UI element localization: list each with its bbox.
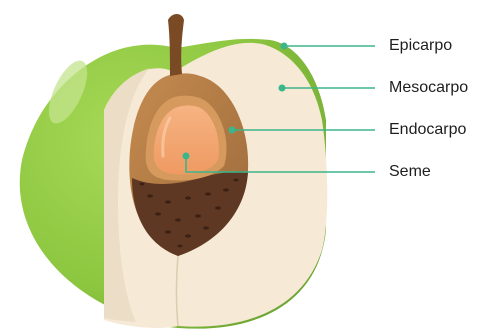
leader-dot-mesocarpo xyxy=(279,85,286,92)
leader-dot-seme xyxy=(183,153,190,160)
label-endocarpo: Endocarpo xyxy=(389,120,466,140)
label-mesocarpo: Mesocarpo xyxy=(389,78,468,98)
leader-dot-endocarpo xyxy=(229,127,236,134)
leader-dot-epicarpo xyxy=(281,43,288,50)
label-epicarpo: Epicarpo xyxy=(389,36,452,56)
label-seme: Seme xyxy=(389,162,431,182)
